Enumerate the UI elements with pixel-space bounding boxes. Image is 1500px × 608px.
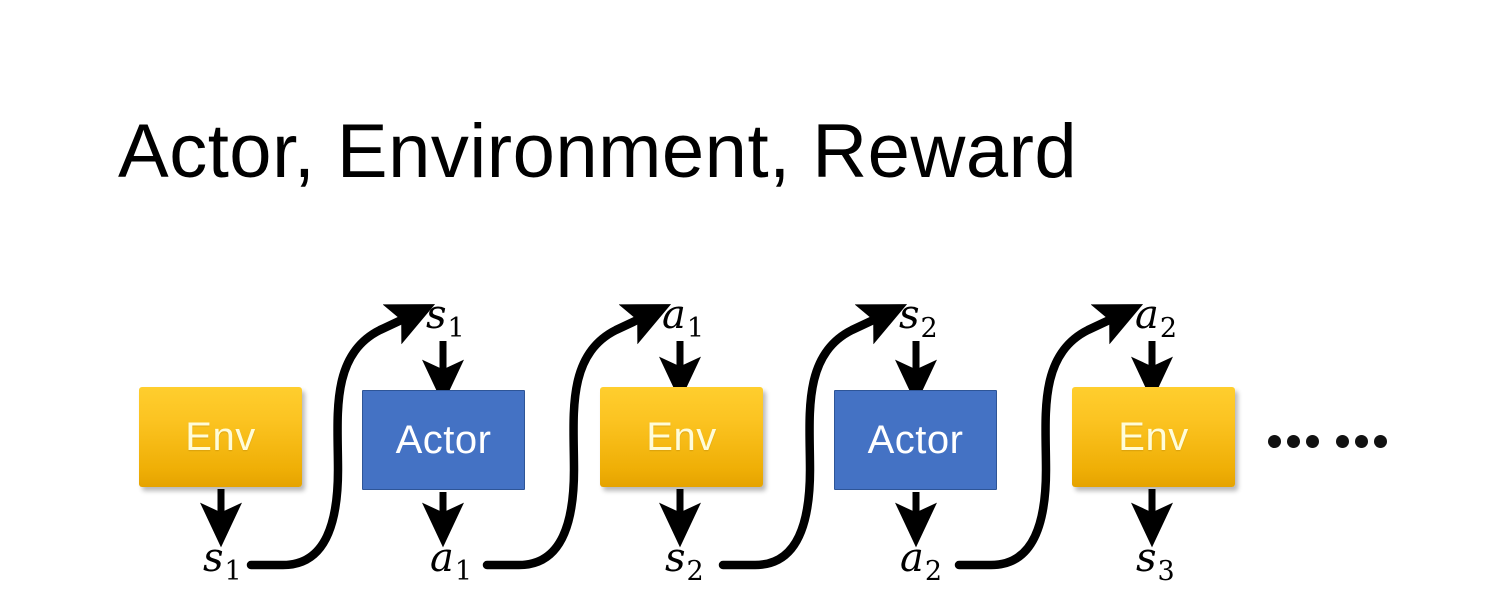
- label-base: s: [899, 292, 920, 338]
- label-subscript: 1: [686, 313, 705, 344]
- ellipsis-dot: [1287, 435, 1300, 448]
- label-base: a: [430, 535, 454, 581]
- node-label: Env: [1118, 415, 1189, 459]
- ellipsis-dot: [1355, 435, 1368, 448]
- label-base: a: [662, 292, 686, 338]
- label-base: a: [900, 535, 924, 581]
- label-subscript: 1: [447, 313, 465, 344]
- label-subscript: 1: [224, 556, 242, 587]
- ellipsis-dot: [1268, 435, 1281, 448]
- ellipsis-dot: [1336, 435, 1349, 448]
- label-state-s2-top: s2: [899, 292, 938, 342]
- label-subscript: 2: [686, 556, 704, 587]
- node-label: Env: [646, 415, 717, 459]
- label-subscript: 2: [1159, 313, 1178, 344]
- node-label: Env: [185, 415, 256, 459]
- label-base: a: [1135, 292, 1159, 338]
- node-env-1[interactable]: Env: [139, 387, 302, 487]
- label-state-s2-bottom: s2: [665, 535, 704, 585]
- label-state-s1-top: s1: [426, 292, 465, 342]
- node-env-3[interactable]: Env: [1072, 387, 1235, 487]
- label-state-s3-bottom: s3: [1136, 535, 1175, 585]
- node-env-2[interactable]: Env: [600, 387, 763, 487]
- label-subscript: 1: [454, 556, 473, 587]
- ellipsis-dot: [1306, 435, 1319, 448]
- label-action-a1-bottom: a1: [430, 535, 472, 585]
- page-title: Actor, Environment, Reward: [118, 109, 1078, 194]
- down-arrows-out-of-boxes: [200, 489, 1173, 548]
- ellipsis-dot: [1374, 435, 1387, 448]
- label-subscript: 3: [1157, 556, 1175, 587]
- label-action-a2-top: a2: [1135, 292, 1177, 342]
- label-subscript: 2: [920, 313, 938, 344]
- node-actor-2[interactable]: Actor: [834, 390, 997, 490]
- down-arrows-into-boxes: [422, 341, 1173, 405]
- node-actor-1[interactable]: Actor: [362, 390, 525, 490]
- label-subscript: 2: [924, 556, 943, 587]
- label-action-a1-top: a1: [662, 292, 704, 342]
- label-base: s: [203, 535, 224, 581]
- label-base: s: [665, 535, 686, 581]
- label-state-s1-bottom: s1: [203, 535, 242, 585]
- label-base: s: [1136, 535, 1157, 581]
- ellipsis-continuation: [1268, 435, 1387, 448]
- node-label: Actor: [395, 418, 492, 462]
- label-action-a2-bottom: a2: [900, 535, 942, 585]
- node-label: Actor: [867, 418, 964, 462]
- label-base: s: [426, 292, 447, 338]
- ellipsis-gap: [1325, 441, 1330, 442]
